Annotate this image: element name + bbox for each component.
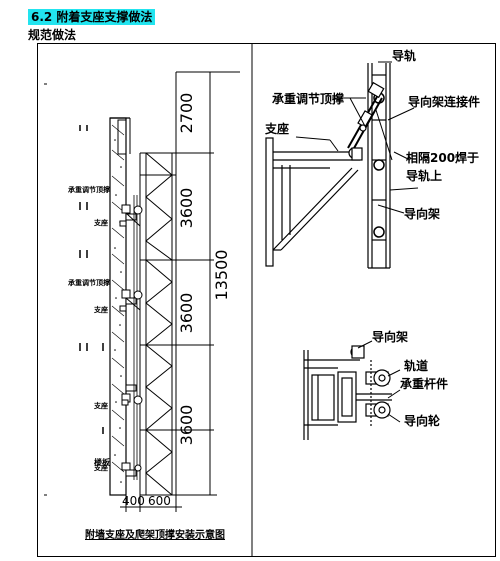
dim-2700: 2700: [177, 93, 196, 134]
label-top-brace-2: 承重调节顶撑: [68, 278, 110, 287]
climbing-frame-truss: [139, 152, 177, 496]
label-top-brace: 承重调节顶撑: [272, 91, 344, 106]
drawing-frame: [37, 43, 496, 557]
label-weld-note-2: 导轨上: [406, 168, 442, 183]
guide-rail: [133, 195, 138, 480]
left-elevation-drawing: 2700 3600 3600 3600 13500 400 600 承重调节顶撑…: [68, 71, 240, 541]
section-title: 6.2 附着支座支撑做法: [28, 9, 156, 25]
label-guide-frame-bottom: 导向架: [372, 329, 408, 344]
guide-rail-column: [367, 63, 391, 269]
label-weld-note-1: 相隔200焊于: [406, 150, 479, 165]
parapet: [117, 118, 131, 155]
label-support: 支座: [264, 121, 289, 136]
floor-slabs: [125, 213, 137, 477]
label-guide-rail: 导轨: [392, 48, 416, 63]
label-support-2: 支座: [93, 305, 108, 314]
right-top-detail: 导轨 承重调节顶撑 导向架连接件 支座 相隔200焊于 导轨上 导向架: [264, 48, 480, 269]
label-support-1: 支座: [93, 218, 108, 227]
dim-3600-lower: 3600: [177, 405, 196, 446]
wheel-assembly: [337, 345, 392, 428]
leader-lines: [295, 61, 419, 214]
label-track: 轨道: [404, 358, 428, 373]
wall-supports: [119, 204, 143, 472]
label-load-bar: 承重杆件: [400, 376, 448, 391]
support-bracket: [265, 137, 360, 267]
dim-3600-middle: 3600: [177, 293, 196, 334]
label-guide-wheel: 导向轮: [404, 413, 441, 428]
label-support-4: 支座: [93, 463, 108, 472]
dim-3600-upper: 3600: [177, 188, 196, 229]
beam-section: [303, 350, 360, 440]
label-top-brace-1: 承重调节顶撑: [68, 185, 110, 194]
leader-lines-bottom: [357, 340, 401, 423]
top-brace-assembly: [347, 81, 385, 161]
dim-600: 600: [148, 494, 171, 508]
dim-400: 400: [122, 494, 145, 508]
label-floor-slab: 楼板: [94, 457, 111, 467]
dimension-lines: [120, 71, 240, 512]
dim-13500: 13500: [212, 250, 231, 301]
label-guide-frame: 导向架: [404, 206, 440, 221]
wall-ticks: [79, 125, 104, 434]
label-guide-frame-connector: 导向架连接件: [408, 94, 480, 109]
section-subtitle: 规范做法: [28, 28, 77, 42]
label-support-3: 支座: [93, 401, 108, 410]
left-caption: 附墙支座及爬架顶撑安装示意图: [85, 528, 225, 541]
right-bottom-detail: 导向架 轨道 承重杆件 导向轮: [303, 329, 448, 440]
rail-holes: [373, 92, 385, 238]
